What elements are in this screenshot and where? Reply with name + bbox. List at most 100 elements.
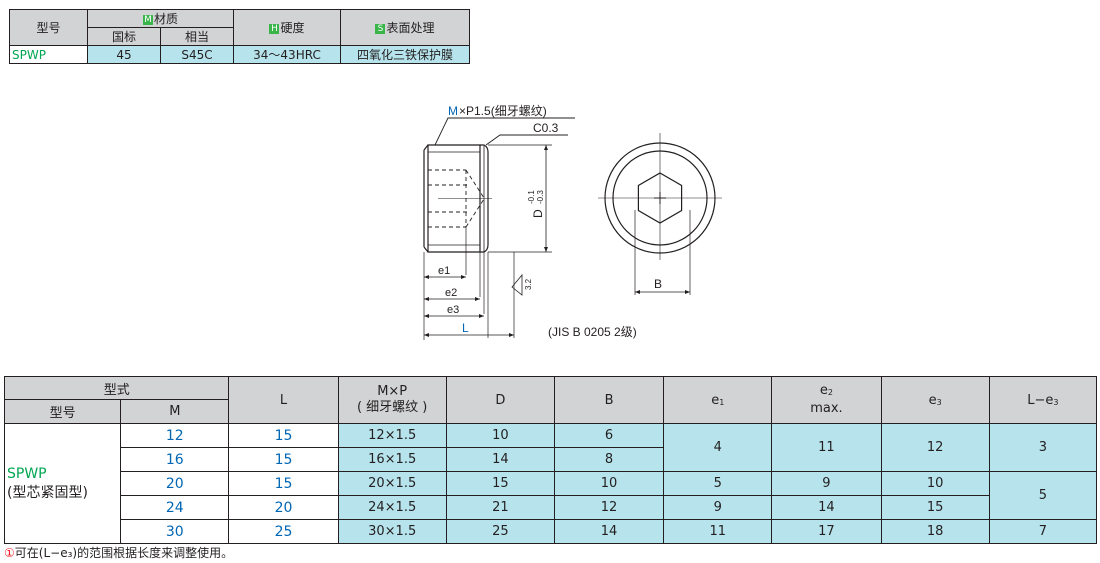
- header-material-label: 材质: [153, 12, 178, 26]
- m-tag-icon: M: [142, 15, 153, 25]
- m-cell: 12: [120, 423, 230, 448]
- e1-cell: 9: [663, 495, 773, 520]
- header-mp: M×P( 细牙螺纹 ): [337, 376, 447, 424]
- mp-cell: 30×1.5: [337, 519, 447, 544]
- footnote-text: 可在(L−e₃)的范围根据长度来调整使用。: [14, 546, 234, 560]
- d-tol-lower: -0.3: [536, 190, 545, 204]
- m-cell: 24: [120, 495, 230, 520]
- row-gb: 45: [87, 45, 161, 64]
- thread-m-label: M: [448, 104, 458, 118]
- header-e3: e3: [880, 376, 990, 424]
- b-cell: 12: [553, 495, 665, 520]
- e2-cell: 17: [771, 519, 882, 544]
- header-m: M: [120, 399, 230, 424]
- header-type: 型式: [3, 376, 230, 400]
- model-code: SPWP: [7, 465, 47, 482]
- header-e2: e2 max.: [771, 376, 882, 424]
- footnote: ①可在(L−e₃)的范围根据长度来调整使用。: [4, 544, 233, 561]
- note-icon: ①: [4, 546, 15, 560]
- mp-cell: 16×1.5: [337, 447, 447, 472]
- header-l: L: [228, 376, 339, 424]
- le3-cell: 7: [988, 519, 1098, 544]
- header-mp-line2: ( 细牙螺纹 ): [356, 400, 428, 415]
- table-row: 16 15 16×1.5 14 8: [5, 447, 1097, 472]
- model-cell: SPWP (型芯紧固型): [3, 423, 122, 544]
- m-cell: 30: [120, 519, 230, 544]
- technical-drawing: M ×P1.5(细牙螺纹) C0.3 D -0.1 -0.3 e1 e2 e3 …: [423, 104, 722, 340]
- header-d: D: [445, 376, 555, 424]
- e2-label: e2: [445, 287, 457, 299]
- d-cell: 15: [445, 471, 555, 496]
- header-e1-label: e: [711, 392, 720, 408]
- e1-cell: 11: [663, 519, 773, 544]
- s-tag-icon: S: [375, 24, 386, 34]
- e3-cell: 18: [880, 519, 990, 544]
- row-hardness: 34～43HRC: [233, 45, 341, 64]
- l-cell: 15: [228, 471, 339, 496]
- roughness-label: 3.2: [524, 278, 533, 290]
- header-e1-sub: 1: [719, 397, 725, 407]
- header-le3: L−e3: [988, 376, 1098, 424]
- d-cell: 25: [445, 519, 555, 544]
- row-model: SPWP: [9, 45, 88, 64]
- mp-cell: 24×1.5: [337, 495, 447, 520]
- e3-cell: 15: [880, 495, 990, 520]
- header-hardness-label: 硬度: [280, 21, 305, 35]
- header-e2-max: max.: [810, 401, 843, 416]
- d-cell: 14: [445, 447, 555, 472]
- m-cell: 20: [120, 471, 230, 496]
- mp-cell: 12×1.5: [337, 423, 447, 448]
- e1-cell: 5: [663, 471, 773, 496]
- header-surface-label: 表面处理: [386, 21, 435, 35]
- d-cell: 21: [445, 495, 555, 520]
- row-surface: 四氧化三铁保护膜: [340, 45, 470, 64]
- e3-cell: 12: [880, 423, 990, 472]
- header-e2-sub: 2: [827, 388, 833, 397]
- header-gb: 国标: [87, 27, 161, 46]
- e3-label: e3: [447, 304, 459, 316]
- l-cell: 25: [228, 519, 339, 544]
- d-label: D: [531, 209, 545, 218]
- l-label: L: [462, 321, 469, 335]
- header-e3-sub: 3: [936, 397, 942, 407]
- header-e3-label: e: [928, 392, 937, 408]
- e2-cell: 9: [771, 471, 882, 496]
- mp-cell: 20×1.5: [337, 471, 447, 496]
- header-model: 型号: [3, 399, 122, 424]
- d-cell: 10: [445, 423, 555, 448]
- b-cell: 6: [553, 423, 665, 448]
- e3-cell: 10: [880, 471, 990, 496]
- header-model: 型号: [9, 9, 88, 46]
- b-cell: 14: [553, 519, 665, 544]
- table-row: 24 20 24×1.5 21 12 9 14 15: [5, 495, 1097, 520]
- row-equiv: S45C: [160, 45, 234, 64]
- table-row: 30 25 30×1.5 25 14 11 17 18 7: [5, 519, 1098, 544]
- standard-label: (JIS B 0205 2级): [548, 325, 637, 339]
- chamfer-label: C0.3: [533, 121, 559, 135]
- m-cell: 16: [120, 447, 230, 472]
- h-tag-icon: H: [269, 24, 280, 34]
- header-e1: e1: [663, 376, 773, 424]
- header-e2-label: e: [819, 383, 828, 398]
- model-name: (型芯紧固型): [7, 484, 88, 501]
- l-cell: 20: [228, 495, 339, 520]
- thread-label: ×P1.5(细牙螺纹): [459, 104, 547, 118]
- e1-label: e1: [438, 265, 450, 277]
- header-equiv: 相当: [160, 27, 234, 46]
- b-cell: 10: [553, 471, 665, 496]
- le3-cell: 3: [988, 423, 1098, 472]
- e2-cell: 14: [771, 495, 882, 520]
- table-row: SPWP (型芯紧固型) 12 15 12×1.5 10 6 4 11 12 3: [3, 423, 1098, 544]
- header-b: B: [553, 376, 665, 424]
- header-mp-line1: M×P: [377, 384, 408, 399]
- table-row: 20 15 20×1.5 15 10 5 9 10 5: [5, 471, 1098, 520]
- header-le3-sub: 3: [1053, 397, 1059, 407]
- b-label: B: [654, 277, 662, 291]
- d-tol-upper: -0.1: [527, 190, 536, 204]
- e1-cell: 4: [663, 423, 773, 472]
